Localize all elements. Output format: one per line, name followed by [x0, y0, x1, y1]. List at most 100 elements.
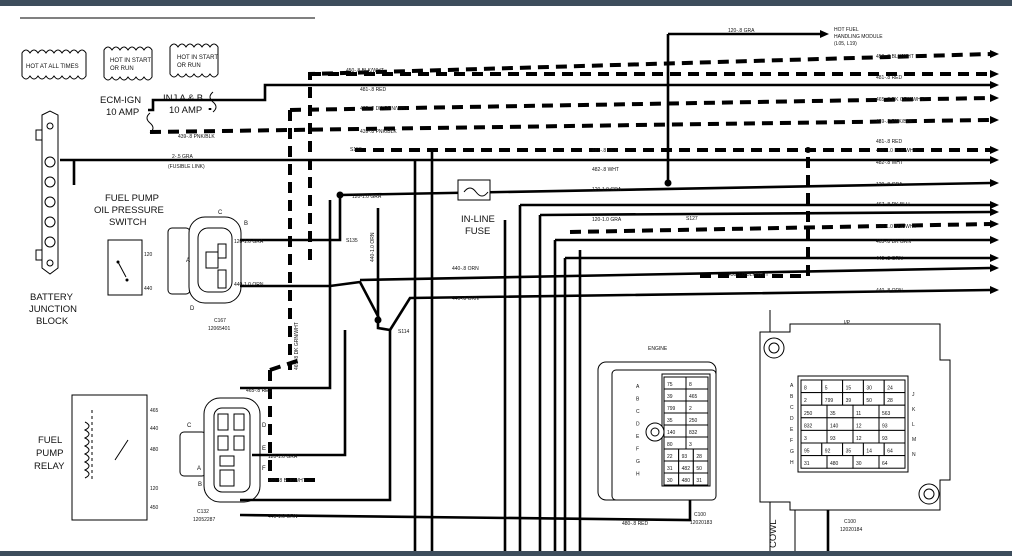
ip-cavity-letter: K [912, 407, 916, 413]
ip-cavity: 35 [830, 411, 836, 417]
c132-pin-d: D [262, 423, 267, 429]
wire-label: 440-.8 ORN [876, 256, 903, 262]
engine-cavity: 39 [667, 394, 673, 400]
hot-fuel-module-1: HOT FUEL [834, 27, 859, 33]
ip-cavity: 50 [866, 398, 872, 404]
ip-cavity: 95 [804, 449, 810, 455]
ip-cavity-letter: H [790, 460, 794, 466]
ip-cavity: 15 [846, 386, 852, 392]
wire-label: 450-.8 BLK/WHT [268, 478, 306, 484]
ip-cavity-letter: B [790, 394, 794, 400]
wire-label: 450-1.0 BLK/WHT [728, 272, 769, 278]
ip-cavity: 64 [882, 461, 888, 467]
wire-label: 440-.8 ORN [876, 288, 903, 294]
wire-label: 465-.8 DK GRN/WHT [876, 97, 924, 103]
wire-label: 120-1.0 GRA [592, 217, 622, 223]
legend-label-line1: HOT IN START [177, 55, 218, 61]
c100-ip-id: C100 [844, 519, 856, 525]
fuel-pump-switch [107, 239, 143, 296]
c132-pin-b: B [198, 482, 202, 488]
engine-cavity: 3 [689, 442, 692, 448]
wire-label: 465-.8 DK GRN/WHT [294, 322, 300, 370]
wire-labels: 120-.8 GRA 450-.8 BLK/WHT 481-.8 RED 465… [168, 28, 924, 527]
inj-fuse-label: INJ A & B [163, 93, 203, 104]
engine-cavity: 480 [682, 478, 691, 484]
inline-fuse-label-1: IN-LINE [461, 214, 495, 225]
ip-cavity: 30 [856, 461, 862, 467]
ip-cavity-letter: C [790, 405, 794, 411]
ip-cavity: 3 [804, 436, 807, 442]
c167-part: 12065401 [208, 326, 230, 332]
wire-label: 465-.8 DK GRN [876, 239, 911, 245]
wire-label: 440-.8 ORN [452, 266, 479, 272]
wire-label: 450-1.0 BLK/WHT [876, 224, 917, 230]
ecm-ign-fuse-rating: 10 AMP [106, 107, 139, 118]
engine-cavity: 75 [667, 382, 673, 388]
dashed-circuits [149, 52, 991, 482]
wire-label: 120-1.0 GRA [592, 187, 622, 193]
cowl-label: COWL [768, 520, 779, 549]
wire-label: 450-.8 BLK/WHT [346, 68, 384, 74]
engine-cavity: 799 [667, 406, 676, 412]
engine-cavity: 2 [689, 406, 692, 412]
engine-cavity-letter: D [636, 422, 640, 428]
c132-pin-e: E [262, 446, 266, 452]
wire-label: 120-1.0 GRA [268, 454, 298, 460]
wire-label: 440-1.0 ORN [370, 232, 376, 262]
battery-junction-label-3: BLOCK [36, 316, 69, 327]
battery-junction-block [35, 110, 59, 275]
ip-cavity-letter: E [790, 427, 794, 433]
engine-cavity: 50 [696, 466, 702, 472]
fuel-pump-switch-label-2: OIL PRESSURE [94, 205, 164, 216]
splice-s114-label: S114 [398, 329, 410, 335]
ip-cavity-letter: J [912, 392, 915, 398]
wire-label: 465-.8 RED [246, 388, 273, 394]
switch-pin-120: 120 [144, 252, 153, 258]
relay-label-1: FUEL [38, 435, 62, 446]
wire-label: 440-.8 ORN [452, 296, 479, 302]
ip-cavity: 30 [866, 386, 872, 392]
engine-cavity: 22 [667, 454, 673, 460]
wire-label: 120-.8 GRA [876, 182, 903, 188]
engine-cavity: 832 [689, 430, 698, 436]
ip-cavity-cell [878, 455, 906, 469]
ip-cavity: 14 [866, 449, 872, 455]
inline-fuse [457, 179, 491, 201]
legend-label: HOT AT ALL TIMES [26, 64, 79, 70]
wire-label: 440-1.0 ORN [234, 282, 264, 288]
right-arrows [820, 30, 999, 294]
c132-id: C132 [197, 509, 209, 515]
legend-label-line2: OR RUN [110, 66, 134, 72]
relay-pin-450: 450 [150, 505, 159, 511]
c167-pin-c: C [218, 210, 223, 216]
ip-cavity: 250 [804, 411, 813, 417]
c167-pin-a: A [186, 258, 190, 264]
wire-label: 120-.8 GRA [728, 28, 755, 34]
ip-cavity: 11 [856, 411, 861, 417]
ip-cavity-letter: F [790, 438, 793, 444]
ip-cavity: 480 [830, 461, 839, 467]
splice-s153-label: S153 [350, 147, 362, 153]
fuel-pump-relay [71, 394, 148, 521]
wire-label: 481-.8 RED [592, 148, 619, 154]
engine-cavity: 31 [667, 466, 673, 472]
wire-label: 120-1.0 GRA [352, 194, 382, 200]
engine-cavity: 28 [696, 454, 702, 460]
ip-cavity: 24 [887, 386, 893, 392]
c132-pin-a: A [197, 466, 201, 472]
wire-label: 467-.8 DK BLU [876, 202, 910, 208]
ecm-ign-fuse-label: ECM-IGN [100, 95, 141, 106]
ip-label: I/P [844, 320, 851, 326]
ip-cavity-letter: A [790, 383, 794, 389]
c132-part: 12052287 [193, 517, 215, 523]
c132-pin-f: F [262, 466, 266, 472]
relay-pin-480: 480 [150, 447, 159, 453]
legend-hot-start-run-1: HOT IN START OR RUN [103, 46, 153, 81]
ip-cavity: 35 [846, 449, 852, 455]
c100-engine-part: 12020183 [690, 520, 712, 526]
ip-cavity: 31 [804, 461, 810, 467]
engine-cavity: 140 [667, 430, 676, 436]
ip-cavity: 5 [825, 386, 828, 392]
engine-cavity-cell [692, 472, 709, 486]
